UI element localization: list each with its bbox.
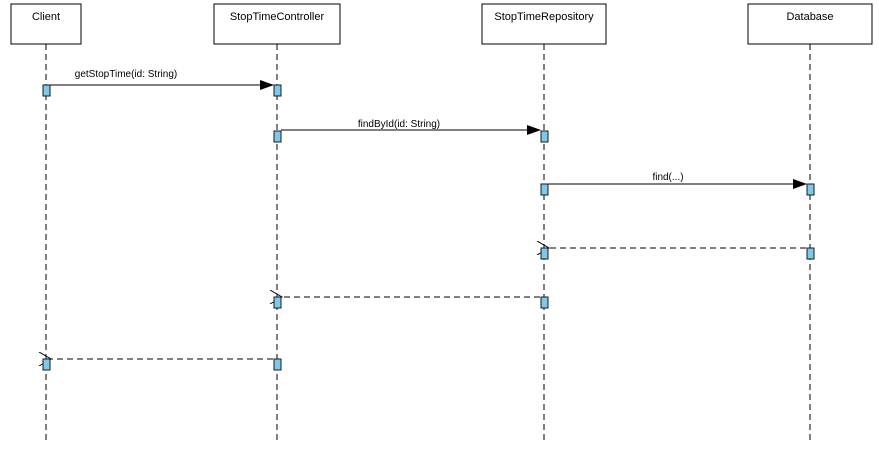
activations [42,84,815,371]
activation-bar[interactable] [273,296,282,309]
participant-label: Database [786,11,833,23]
participant-client[interactable]: Client [10,3,82,45]
participant-box [10,3,82,45]
activation-bar[interactable] [273,358,282,371]
participant-database[interactable]: Database [747,3,873,45]
message-label: getStopTime(id: String) [75,69,177,80]
messages: getStopTime(id: String) findById(id: Str… [50,69,807,359]
activation-bar[interactable] [273,130,282,143]
message-label: find(...) [652,172,683,183]
activation-bar[interactable] [540,247,549,260]
activation-bar[interactable] [806,183,815,196]
participant-label: Client [32,11,60,23]
message-find[interactable]: find(...) [548,172,807,189]
message-label: findById(id: String) [358,119,440,130]
message-findbyid[interactable]: findById(id: String) [281,119,541,135]
participant-controller[interactable]: StopTimeController [213,3,341,45]
participant-label: StopTimeController [230,11,325,23]
participant-box [747,3,873,45]
activation-bar[interactable] [42,84,51,97]
lifelines [45,44,811,444]
activation-bar[interactable] [806,247,815,260]
activation-bar[interactable] [540,183,549,196]
activation-bar[interactable] [540,130,549,143]
participant-label: StopTimeRepository [494,11,594,23]
activation-bar[interactable] [42,358,51,371]
participant-box [213,3,341,45]
participants: Client StopTimeController StopTimeReposi… [10,3,873,45]
message-getstoptime[interactable]: getStopTime(id: String) [50,69,274,90]
participant-repository[interactable]: StopTimeRepository [481,3,607,45]
participant-box [481,3,607,45]
activation-bar[interactable] [540,296,549,309]
activation-bar[interactable] [273,84,282,97]
